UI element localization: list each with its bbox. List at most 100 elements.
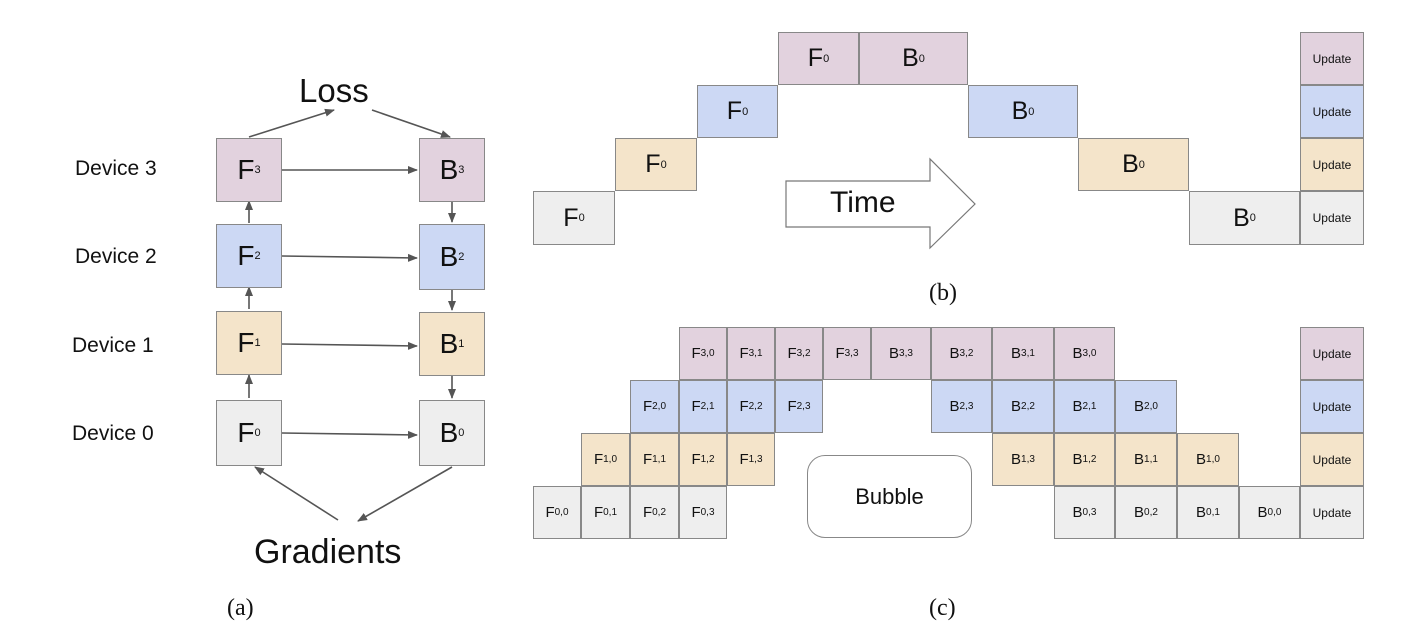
- micro-index: 0,2: [652, 507, 667, 518]
- forward-op: F: [726, 97, 743, 125]
- forward-op: F: [237, 240, 255, 271]
- device-0-label: Device 0: [72, 422, 154, 445]
- c-update-device-3: Update: [1300, 327, 1364, 380]
- c-update-device-2: Update: [1300, 380, 1364, 433]
- backward-op: B: [439, 241, 459, 272]
- device-2-label: Device 2: [75, 245, 157, 268]
- micro-index: 0,0: [554, 507, 569, 518]
- micro-index: 2,3: [959, 401, 974, 412]
- device-1-label: Device 1: [72, 334, 154, 357]
- micro-index: 1,1: [652, 454, 667, 465]
- caption-c: (c): [929, 595, 956, 621]
- b-update-device-1: Update: [1300, 138, 1364, 191]
- device-index: 2: [458, 251, 465, 263]
- micro-index: 1,1: [1144, 454, 1158, 465]
- micro-index: 2,3: [796, 401, 811, 412]
- micro-index: 3,2: [959, 348, 974, 359]
- device-index: 1: [254, 337, 261, 349]
- micro-index: 3,0: [700, 348, 715, 359]
- micro-index: 0: [823, 52, 830, 65]
- b-update-device-2: Update: [1300, 85, 1364, 138]
- micro-index: 3,3: [899, 348, 913, 359]
- forward-op: F: [563, 203, 579, 232]
- backward-op: B: [439, 417, 459, 448]
- micro-index: 1,0: [603, 454, 618, 465]
- micro-index: 2,1: [700, 401, 715, 412]
- time-label: Time: [830, 186, 896, 219]
- bubble-box: Bubble: [807, 455, 972, 538]
- micro-index: 0: [660, 158, 667, 171]
- micro-index: 3,2: [796, 348, 811, 359]
- loss-label: Loss: [299, 72, 369, 109]
- device-index: 2: [254, 250, 261, 262]
- forward-op: F: [237, 154, 255, 185]
- micro-index: 1,3: [1021, 454, 1035, 465]
- micro-index: 3,0: [1082, 348, 1097, 359]
- backward-op: B: [439, 328, 459, 359]
- micro-index: 0,1: [1206, 507, 1220, 518]
- micro-index: 0: [1138, 158, 1145, 171]
- micro-index: 3,3: [844, 348, 859, 359]
- micro-index: 0,3: [1082, 507, 1097, 518]
- micro-index: 3,1: [748, 348, 763, 359]
- c-update-device-0: Update: [1300, 486, 1364, 539]
- micro-index: 0: [578, 212, 585, 224]
- forward-op: F: [237, 327, 255, 358]
- micro-index: 0: [918, 52, 925, 65]
- device-3-label: Device 3: [75, 157, 157, 180]
- b-update-device-3: Update: [1300, 32, 1364, 85]
- device-index: 3: [254, 164, 261, 176]
- micro-index: 2,1: [1082, 401, 1097, 412]
- forward-op: F: [237, 417, 255, 448]
- micro-index: 0,0: [1267, 507, 1282, 518]
- micro-index: 0,2: [1144, 507, 1158, 518]
- caption-a: (a): [227, 595, 254, 621]
- micro-index: 1,3: [748, 454, 763, 465]
- device-index: 3: [458, 164, 465, 176]
- forward-op: F: [645, 150, 661, 178]
- micro-index: 1,0: [1206, 454, 1220, 465]
- backward-op: B: [1233, 203, 1250, 232]
- micro-index: 0: [1249, 212, 1256, 224]
- device-index: 0: [458, 427, 465, 439]
- micro-index: 3,1: [1021, 348, 1035, 359]
- device-index: 1: [458, 338, 465, 350]
- gradients-label: Gradients: [254, 533, 402, 571]
- micro-index: 2,2: [748, 401, 763, 412]
